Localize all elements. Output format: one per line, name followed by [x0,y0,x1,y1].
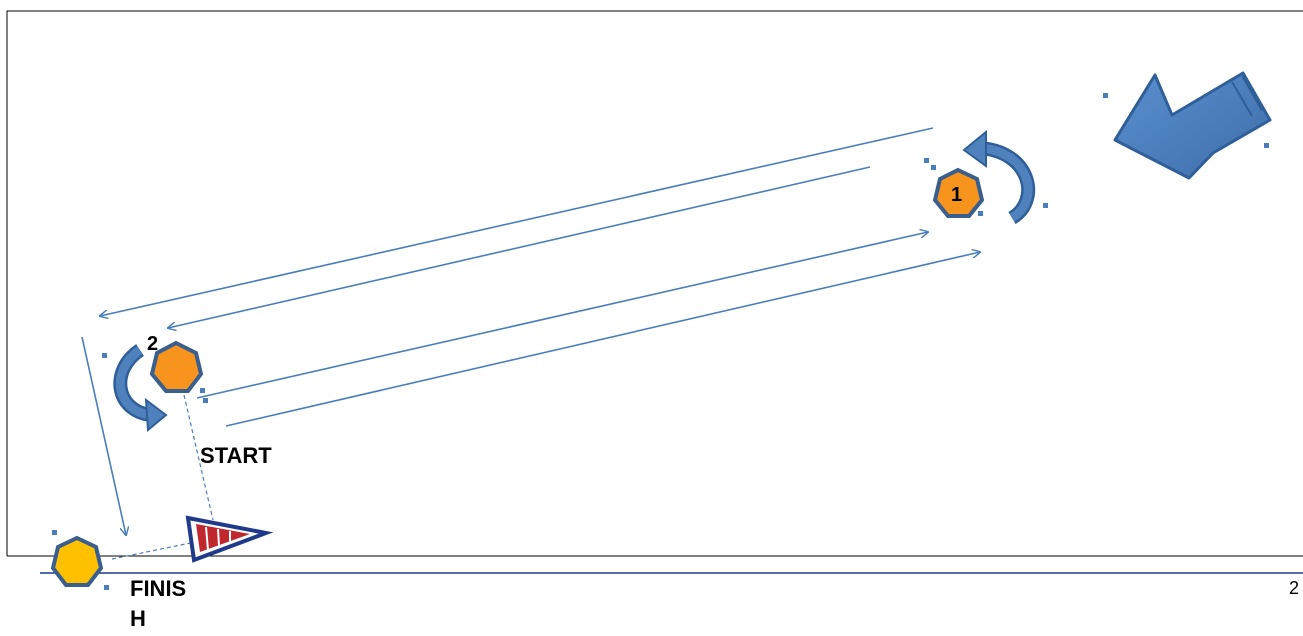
page-number: 2 [1288,578,1299,598]
course-legs [81,127,980,535]
leg-downwind-1 [100,127,934,316]
leg-downwind-2 [168,166,871,328]
finish-mark [50,535,104,587]
start-label: START [200,443,272,468]
mark-1 [932,167,985,218]
placeholder-dots [52,93,1269,590]
rounding-arrow-mark-1-head [962,129,987,168]
leg-upwind-1 [225,252,980,427]
rounding-arrow-mark-2-head [144,397,168,433]
slide-frame [6,10,1303,556]
mark-2 [149,340,204,393]
start-line [183,394,214,521]
leg-upwind-2 [196,232,928,399]
finish-label: FINISH [130,576,187,631]
mark-1-label: 1 [951,184,963,206]
rounding-arrow-mark-1-inner [977,143,1033,222]
leg-to-finish [81,336,126,535]
wind-direction-arrow-icon [1113,71,1272,180]
club-burgee-flag-icon [185,515,274,563]
rounding-arrow-mark-2-inner [115,346,151,420]
mark-2-label: 2 [147,333,159,355]
